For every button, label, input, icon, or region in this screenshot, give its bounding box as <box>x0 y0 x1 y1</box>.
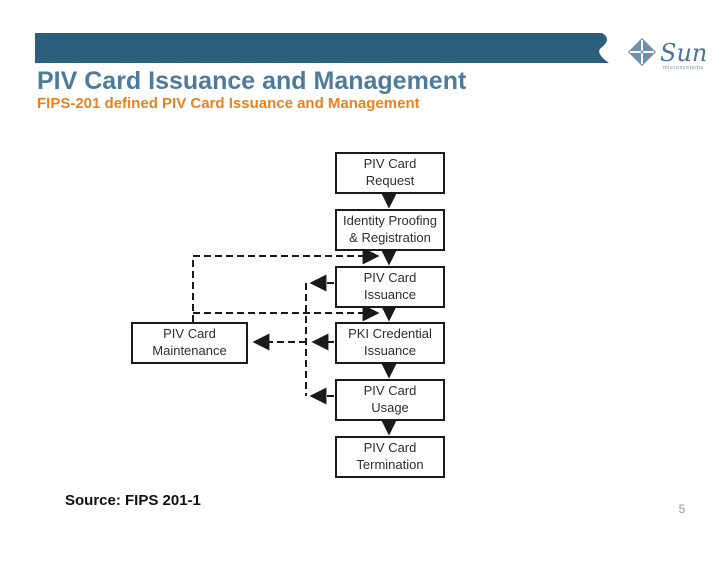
node-label-line: PIV Card <box>363 383 417 399</box>
node-label-line: Identity Proofing <box>343 213 437 229</box>
dashed-maintenance-to-junction-1 <box>192 247 380 322</box>
logo-brand-text: Sun <box>660 39 707 67</box>
node-label-line: Issuance <box>363 287 417 302</box>
sun-diamond-logo-icon: Sun microsystems <box>628 38 707 71</box>
sun-logo: Sun microsystems <box>616 30 720 74</box>
node-label-line: PIV Card <box>363 156 417 172</box>
header-bar <box>35 33 609 63</box>
node-piv-card-termination: PIV Card Termination <box>335 436 445 478</box>
page-number: 5 <box>678 502 686 516</box>
node-pki-credential-issuance: PKI Credential Issuance <box>335 322 445 364</box>
source-citation: Source: FIPS 201-1 <box>65 492 201 509</box>
node-identity-proofing-registration: Identity Proofing & Registration <box>335 209 445 251</box>
node-label-line: PIV Card <box>163 326 216 342</box>
node-label-line: PIV Card <box>363 270 417 286</box>
node-piv-card-maintenance: PIV Card Maintenance <box>131 322 248 364</box>
page-subtitle: FIPS-201 defined PIV Card Issuance and M… <box>37 95 420 112</box>
node-label-line: Termination <box>356 457 424 472</box>
node-label-line: Usage <box>371 400 409 415</box>
page-title: PIV Card Issuance and Management <box>37 67 467 95</box>
node-label-line: PKI Credential <box>348 326 432 342</box>
node-piv-card-usage: PIV Card Usage <box>335 379 445 421</box>
logo-brand-subtext: microsystems <box>663 65 704 71</box>
node-label-line: PIV Card <box>363 440 417 456</box>
node-label-line: Request <box>365 173 415 188</box>
node-label-line: Maintenance <box>152 343 227 358</box>
node-piv-card-request: PIV Card Request <box>335 152 445 194</box>
node-label-line: Issuance <box>363 343 417 358</box>
node-label-line: & Registration <box>349 230 431 245</box>
node-piv-card-issuance: PIV Card Issuance <box>335 266 445 308</box>
